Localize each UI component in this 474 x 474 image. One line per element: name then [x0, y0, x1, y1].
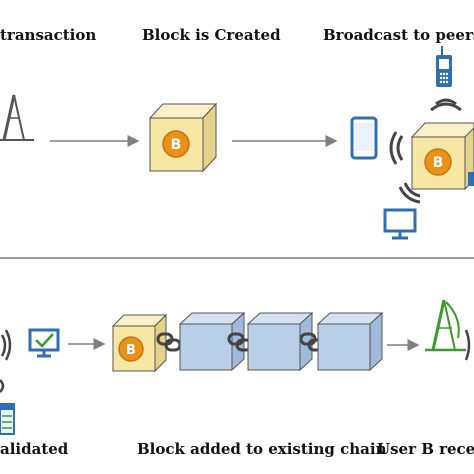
- wifi-signal-icon: [464, 329, 471, 361]
- step-validated-label: alidated: [0, 440, 69, 458]
- bitcoin-block-new: B: [111, 313, 168, 373]
- calendar-icon: [0, 403, 15, 435]
- chain-block-3: [316, 311, 384, 372]
- svg-text:B: B: [171, 137, 182, 153]
- wifi-signal-icon: [0, 329, 12, 361]
- svg-text:B: B: [126, 343, 136, 358]
- monitor-icon: [383, 208, 417, 240]
- bitcoin-block-created: B: [148, 102, 218, 173]
- chain-block-2: [246, 311, 314, 372]
- step-broadcast-label: Broadcast to peers i: [323, 26, 474, 44]
- bitcoin-block-broadcast: B: [410, 122, 474, 191]
- chain-block-1: [178, 311, 246, 372]
- antenna-icon: [0, 94, 34, 141]
- step-user-b-label: User B receiv: [377, 440, 474, 458]
- antenna-icon: [425, 299, 466, 352]
- step-block-added-label: Block added to existing chain: [137, 440, 387, 458]
- wifi-signal-icon: [0, 379, 5, 393]
- wifi-signal-icon: [389, 98, 462, 204]
- checkmark-monitor-icon: [28, 328, 60, 358]
- step-block-created-label: Block is Created: [142, 26, 281, 44]
- step-transaction-label: transaction: [0, 26, 97, 44]
- bitcoin-coin-icon: [162, 130, 190, 158]
- mobile-phone-icon: [436, 46, 452, 87]
- smartphone-icon: [350, 116, 378, 160]
- svg-text:B: B: [433, 155, 444, 171]
